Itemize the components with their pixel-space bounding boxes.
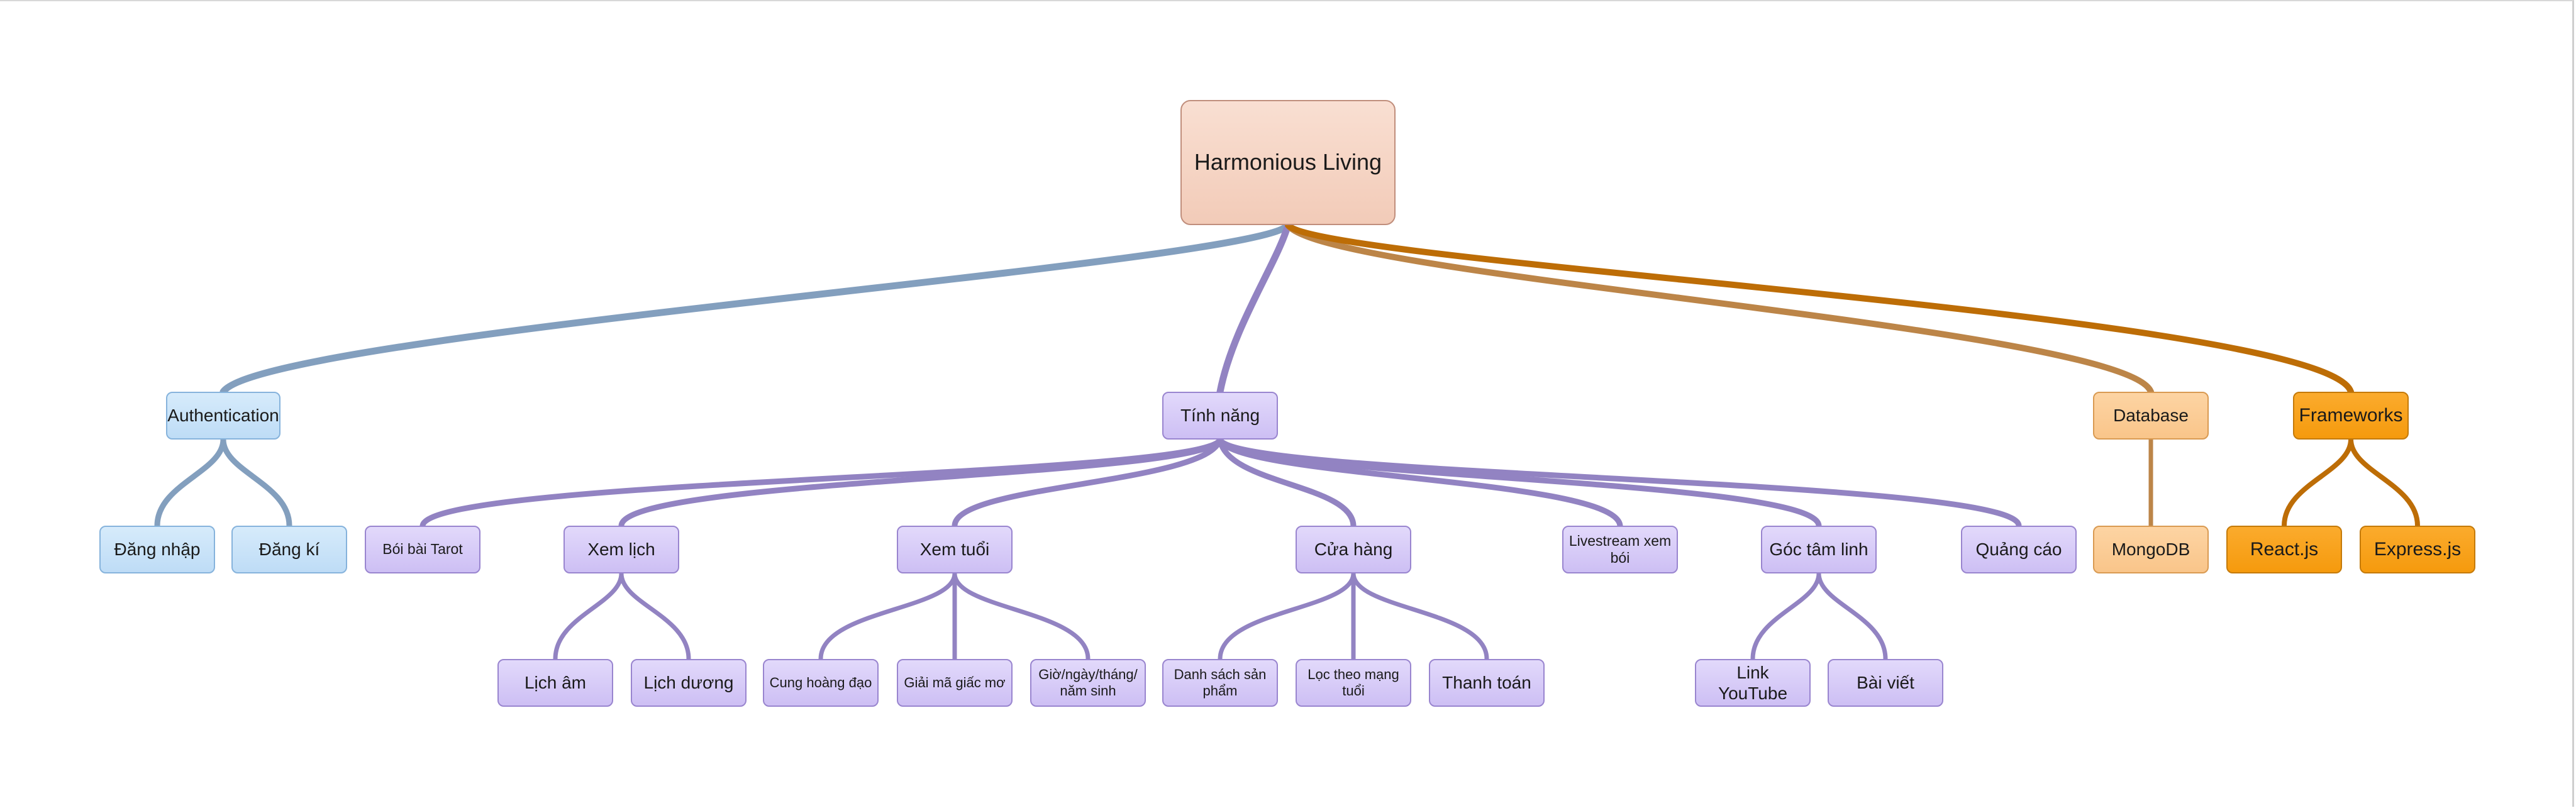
- link-xem-tuoi-gio-ngay: [952, 571, 1091, 661]
- node-react-js-label: React.js: [2250, 539, 2319, 560]
- link-goc-tam-linh-youtube: [1750, 571, 1821, 661]
- link-cua-hang-danh-sach: [1218, 571, 1356, 661]
- node-database[interactable]: Database: [2093, 392, 2209, 440]
- node-cung-hoang-dao-label: Cung hoàng đạo: [769, 675, 872, 691]
- link-root-database: [1285, 222, 2154, 395]
- node-dang-nhap[interactable]: Đăng nhập: [99, 526, 215, 573]
- node-lich-duong-label: Lịch dương: [643, 673, 734, 693]
- node-frameworks-label: Frameworks: [2299, 405, 2403, 426]
- link-features-xem-lich: [618, 436, 1223, 529]
- link-features-quang-cao: [1217, 436, 2022, 529]
- root-label: Harmonious Living: [1194, 149, 1382, 175]
- node-danh-sach-san-pham-label: Danh sách sản phẩm: [1174, 667, 1267, 699]
- node-dang-ki[interactable]: Đăng kí: [231, 526, 347, 573]
- link-features-xem-tuoi: [952, 436, 1223, 529]
- link-xem-tuoi-cung-hoang-dao: [818, 571, 957, 661]
- node-cua-hang[interactable]: Cửa hàng: [1296, 526, 1411, 573]
- node-frameworks[interactable]: Frameworks: [2293, 392, 2409, 440]
- link-root-features: [1216, 221, 1292, 396]
- node-link-youtube-label: Link YouTube: [1718, 662, 1788, 703]
- node-lich-am[interactable]: Lịch âm: [497, 659, 613, 707]
- node-gio-ngay-thang-nam-sinh[interactable]: Giờ/ngày/tháng/ năm sinh: [1030, 659, 1146, 707]
- node-giai-ma-giac-mo[interactable]: Giải mã giấc mơ: [897, 659, 1013, 707]
- node-bai-viet[interactable]: Bài viết: [1828, 659, 1943, 707]
- node-link-youtube[interactable]: Link YouTube: [1695, 659, 1811, 707]
- node-authentication-label: Authentication: [167, 406, 279, 426]
- node-database-label: Database: [2113, 406, 2189, 426]
- node-express-js-label: Express.js: [2373, 539, 2462, 560]
- node-thanh-toan-label: Thanh toán: [1442, 673, 1531, 693]
- node-features-label: Tính năng: [1180, 406, 1260, 426]
- node-express-js[interactable]: Express.js: [2360, 526, 2475, 573]
- link-goc-tam-linh-bai-viet: [1816, 571, 1888, 661]
- node-giai-ma-giac-mo-label: Giải mã giấc mơ: [904, 675, 1006, 691]
- node-lich-duong[interactable]: Lịch dương: [631, 659, 747, 707]
- node-loc-theo-mang-tuoi-label: Lọc theo mạng tuổi: [1307, 667, 1399, 699]
- link-features-cua-hang: [1217, 436, 1357, 529]
- node-xem-tuoi-label: Xem tuổi: [919, 540, 990, 560]
- node-xem-lich-label: Xem lịch: [587, 540, 655, 560]
- node-quang-cao-label: Quảng cáo: [1975, 540, 2062, 560]
- node-goc-tam-linh[interactable]: Góc tâm linh: [1761, 526, 1877, 573]
- link-root-frameworks: [1285, 222, 2354, 395]
- node-xem-lich[interactable]: Xem lịch: [564, 526, 679, 573]
- link-authentication-dang-nhap: [154, 436, 226, 529]
- node-cua-hang-label: Cửa hàng: [1314, 540, 1393, 560]
- node-dang-nhap-label: Đăng nhập: [114, 540, 201, 560]
- node-cung-hoang-dao[interactable]: Cung hoàng đạo: [763, 659, 879, 707]
- node-boi-bai-tarot-label: Bói bài Tarot: [382, 541, 463, 558]
- link-cua-hang-thanh-toan: [1351, 571, 1489, 661]
- node-dang-ki-label: Đăng kí: [258, 540, 320, 560]
- node-loc-theo-mang-tuoi[interactable]: Lọc theo mạng tuổi: [1296, 659, 1411, 707]
- node-bai-viet-label: Bài viết: [1857, 673, 1914, 693]
- node-thanh-toan[interactable]: Thanh toán: [1429, 659, 1545, 707]
- root-node[interactable]: Harmonious Living: [1180, 100, 1396, 225]
- node-goc-tam-linh-label: Góc tâm linh: [1769, 540, 1868, 560]
- node-gio-ngay-thang-nam-sinh-label: Giờ/ngày/tháng/ năm sinh: [1038, 667, 1138, 699]
- node-quang-cao[interactable]: Quảng cáo: [1961, 526, 2077, 573]
- link-xem-lich-lich-duong: [619, 571, 691, 661]
- link-frameworks-express: [2348, 437, 2420, 528]
- node-livestream-label: Livestream xem bói: [1568, 532, 1672, 566]
- node-livestream[interactable]: Livestream xem bói: [1562, 526, 1678, 573]
- node-react-js[interactable]: React.js: [2226, 526, 2342, 573]
- node-mongodb-label: MongoDB: [2111, 540, 2190, 560]
- node-danh-sach-san-pham[interactable]: Danh sách sản phẩm: [1162, 659, 1278, 707]
- node-boi-bai-tarot[interactable]: Bói bài Tarot: [365, 526, 480, 573]
- link-authentication-dang-ki: [220, 436, 292, 529]
- node-lich-am-label: Lịch âm: [524, 673, 587, 693]
- node-authentication[interactable]: Authentication: [166, 392, 280, 440]
- node-mongodb[interactable]: MongoDB: [2093, 526, 2209, 573]
- link-frameworks-react: [2282, 437, 2353, 528]
- node-xem-tuoi[interactable]: Xem tuổi: [897, 526, 1013, 573]
- link-root-authentication: [219, 221, 1292, 396]
- node-features[interactable]: Tính năng: [1162, 392, 1278, 440]
- link-xem-lich-lich-am: [553, 571, 624, 661]
